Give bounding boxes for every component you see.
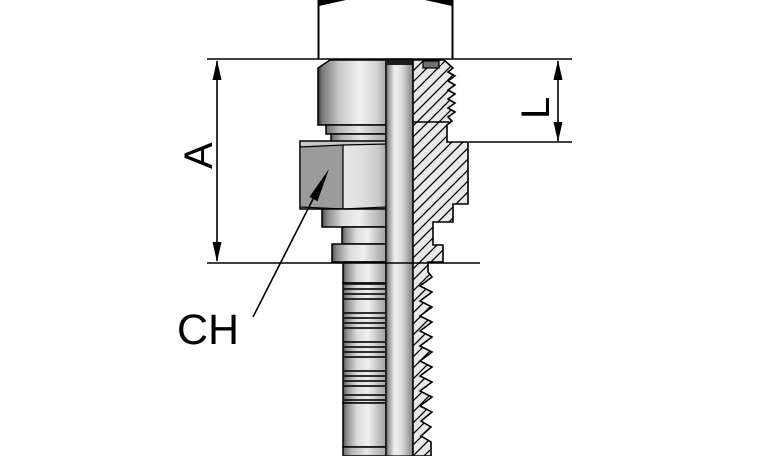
dimension-arrow-partial-right [425,0,453,6]
center-tube [385,58,414,456]
thread-relief-notch [422,60,440,69]
tube-body [385,58,414,456]
hex-size-label: CH [177,306,239,354]
hose-tail-bottom-band [342,446,387,456]
dim-a-arrow-down [212,242,222,262]
hose-tail-ribs [342,282,387,404]
dim-l-arrow-up [553,60,563,80]
rib-lines [344,283,385,401]
thread-runout-ring-1 [325,124,387,135]
dimension-l: L [469,60,572,143]
dim-l-arrow-down [553,122,563,142]
dimension-label-a: A [177,142,221,169]
thread-cylinder [317,59,387,126]
fitting-external-view [299,59,387,456]
flange [331,243,387,263]
thread-diameter-extension-lines [317,0,454,59]
hex-size-callout: CH [177,169,329,354]
hex-nut-right-facet [342,143,387,210]
section-profile [412,59,469,456]
dimension-label-l: L [514,97,558,119]
collar [321,208,387,228]
dimension-a: A [177,58,572,264]
shank-smooth [342,261,387,284]
dim-a-arrow-up [212,60,222,80]
tube-top-cap [386,59,413,65]
hose-tail-lower [342,402,387,448]
neck [341,226,387,245]
ch-leader-arrowhead [309,169,329,202]
fitting-cross-section [412,59,469,456]
dimension-arrow-partial-left [318,0,346,6]
ch-leader-line [252,198,314,318]
hex-nut-left-facet [299,144,344,210]
